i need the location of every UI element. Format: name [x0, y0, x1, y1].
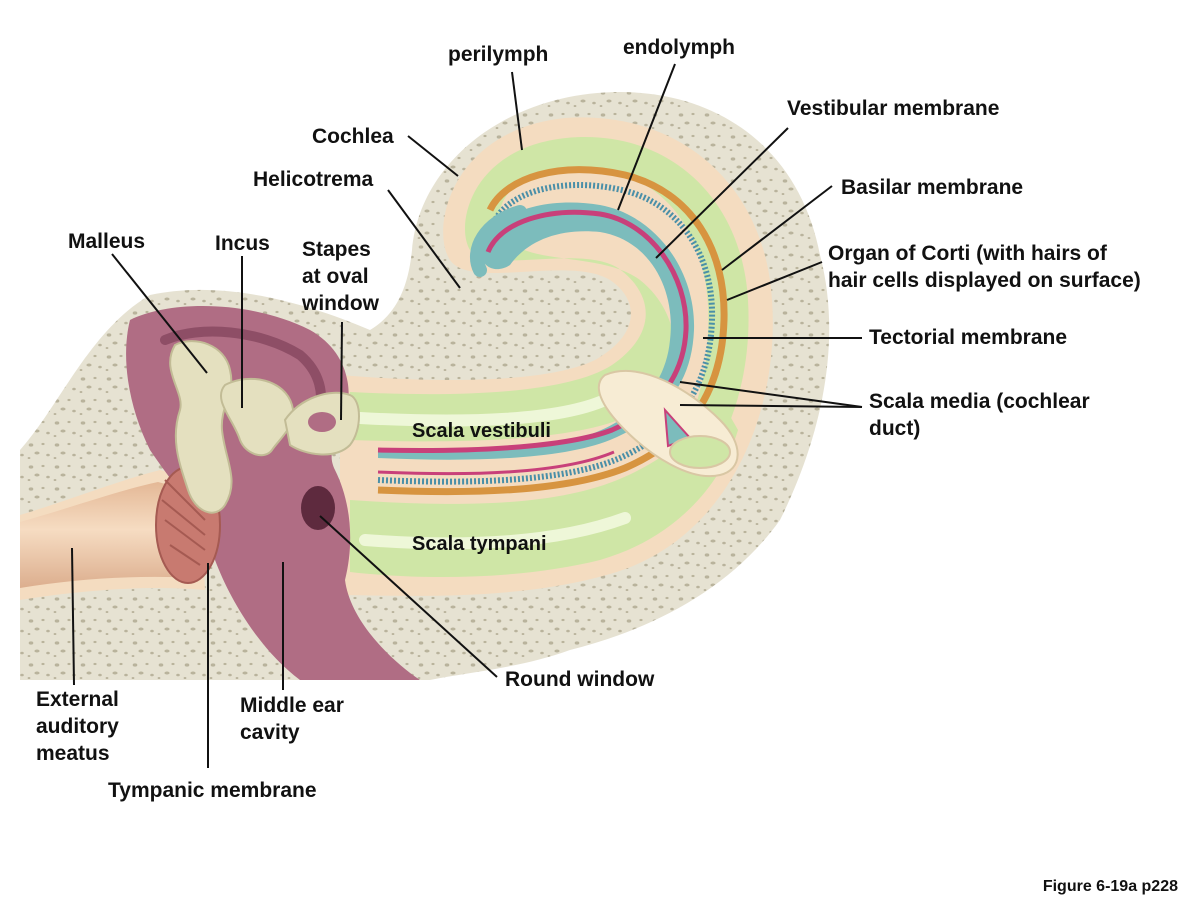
scala-vestibuli-glow — [354, 394, 611, 427]
scala-tympani-channel — [350, 395, 738, 577]
label-round-window: Round window — [505, 668, 655, 691]
malleus-bone — [169, 340, 233, 514]
label-cochlea: Cochlea — [312, 125, 394, 148]
label-tectorial-membrane: Tectorial membrane — [869, 326, 1068, 349]
figure-caption: Figure 6-19a p228 — [1042, 878, 1178, 895]
leader-organ-of-corti — [726, 261, 823, 301]
label-basilar-membrane: Basilar membrane — [841, 176, 1024, 199]
organ-of-corti — [377, 182, 716, 485]
basilar-membrane — [377, 166, 728, 496]
leader-round-window — [319, 515, 498, 678]
leader-basilar-membrane — [721, 185, 833, 271]
label-perilymph: perilymph — [448, 43, 549, 66]
scala-tympani-glow — [359, 512, 631, 550]
leader-external-auditory-meatus — [71, 547, 75, 686]
leader-scala-media-2 — [679, 404, 863, 408]
leader-scala-media — [679, 381, 863, 408]
label-malleus: Malleus — [68, 230, 146, 253]
leader-vestibular-membrane — [655, 127, 789, 259]
ossicles — [169, 340, 360, 514]
label-tympanic-membrane: Tympanic membrane — [108, 779, 317, 802]
cochlear-duct-lower — [669, 435, 731, 469]
leader-endolymph — [617, 63, 676, 211]
leader-lines — [71, 63, 863, 768]
tectorial-membrane — [377, 450, 615, 476]
leader-malleus — [111, 253, 208, 374]
scala-vestibuli-channel — [350, 137, 749, 540]
tympanic-membrane-ridges — [161, 479, 206, 566]
label-vestibular-membrane: Vestibular membrane — [787, 97, 1000, 120]
leader-stapes — [340, 321, 343, 421]
leader-helicotrema — [387, 189, 461, 289]
helicotrema-tip — [469, 205, 527, 277]
middle-ear-shadow — [160, 326, 326, 420]
leader-cochlea — [407, 135, 459, 177]
label-endolymph: endolymph — [623, 36, 736, 59]
label-scala-vestibuli: Scala vestibuli — [412, 420, 551, 442]
label-scala-tympani: Scala tympani — [412, 533, 547, 555]
vestibular-membrane — [377, 209, 689, 453]
label-helicotrema: Helicotrema — [253, 168, 374, 191]
label-incus: Incus — [215, 232, 270, 255]
incus-bone — [219, 377, 295, 457]
leader-perilymph — [511, 71, 523, 151]
stapes-opening — [308, 412, 336, 432]
cochlea-spiral — [340, 117, 773, 596]
round-window — [301, 486, 335, 530]
